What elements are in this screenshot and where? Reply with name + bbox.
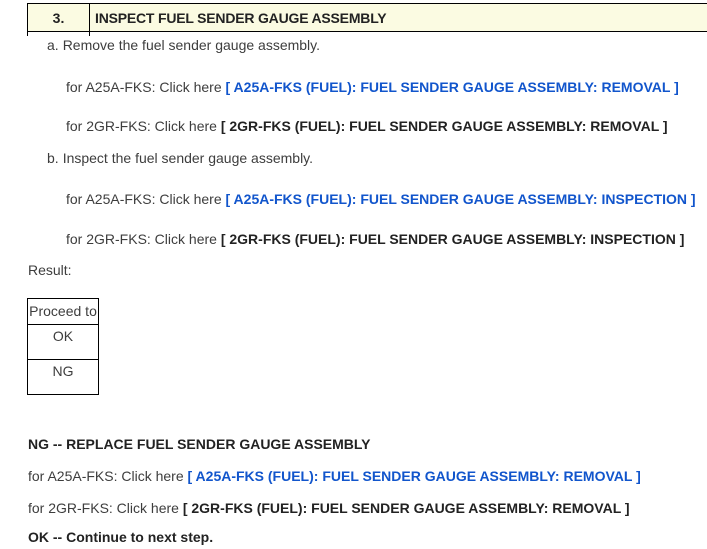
substep-b-link-line-a25a: for A25A-FKS: Click here [ A25A-FKS (FUE… — [66, 190, 696, 209]
table-row: Proceed to — [27, 298, 99, 325]
substep-b-link-line-2gr: for 2GR-FKS: Click here [ 2GR-FKS (FUEL)… — [66, 230, 684, 249]
2gr-removal-reference-bottom: [ 2GR-FKS (FUEL): FUEL SENDER GAUGE ASSE… — [182, 500, 630, 516]
result-table: Proceed to OK NG — [27, 298, 99, 395]
a25a-inspection-link[interactable]: [ A25A-FKS (FUEL): FUEL SENDER GAUGE ASS… — [225, 191, 696, 207]
link-prefix-text: for A25A-FKS: Click here — [66, 191, 226, 207]
substep-b-text: Inspect the fuel sender gauge assembly. — [62, 150, 314, 166]
link-prefix-text: for A25A-FKS: Click here — [66, 79, 226, 95]
link-prefix-text: for 2GR-FKS: Click here — [66, 118, 221, 134]
substep-a-text: Remove the fuel sender gauge assembly. — [62, 37, 321, 53]
step-header-row: 3. INSPECT FUEL SENDER GAUGE ASSEMBLY — [27, 3, 707, 32]
substep-a-link-line-2gr: for 2GR-FKS: Click here [ 2GR-FKS (FUEL)… — [66, 117, 668, 136]
step-number: 3. — [28, 4, 90, 31]
substep-a: a.Remove the fuel sender gauge assembly. — [47, 36, 320, 55]
table-border-stub-left — [27, 32, 28, 36]
ok-cell: OK — [27, 324, 99, 360]
ng-outcome-heading: NG -- REPLACE FUEL SENDER GAUGE ASSEMBLY — [28, 436, 371, 452]
2gr-removal-reference: [ 2GR-FKS (FUEL): FUEL SENDER GAUGE ASSE… — [220, 118, 668, 134]
table-row: OK — [27, 324, 99, 360]
link-prefix-text: for 2GR-FKS: Click here — [28, 500, 183, 516]
proceed-to-header-cell: Proceed to — [27, 298, 99, 325]
table-row: NG — [27, 359, 99, 395]
substep-a-label: a. — [47, 37, 59, 53]
a25a-removal-link[interactable]: [ A25A-FKS (FUEL): FUEL SENDER GAUGE ASS… — [225, 79, 679, 95]
a25a-removal-link-bottom[interactable]: [ A25A-FKS (FUEL): FUEL SENDER GAUGE ASS… — [187, 468, 641, 484]
ok-outcome-heading: OK -- Continue to next step. — [28, 529, 214, 545]
substep-b-label: b. — [47, 150, 59, 166]
substep-b: b.Inspect the fuel sender gauge assembly… — [47, 149, 313, 168]
ng-link-line-2gr: for 2GR-FKS: Click here [ 2GR-FKS (FUEL)… — [28, 499, 630, 518]
ng-cell: NG — [27, 359, 99, 395]
link-prefix-text: for 2GR-FKS: Click here — [66, 231, 221, 247]
2gr-inspection-reference: [ 2GR-FKS (FUEL): FUEL SENDER GAUGE ASSE… — [220, 231, 685, 247]
result-label: Result: — [28, 262, 72, 278]
ng-link-line-a25a: for A25A-FKS: Click here [ A25A-FKS (FUE… — [28, 467, 641, 486]
step-title: INSPECT FUEL SENDER GAUGE ASSEMBLY — [95, 9, 387, 26]
table-border-stub-middle — [89, 32, 90, 36]
link-prefix-text: for A25A-FKS: Click here — [28, 468, 188, 484]
substep-a-link-line-a25a: for A25A-FKS: Click here [ A25A-FKS (FUE… — [66, 78, 679, 97]
